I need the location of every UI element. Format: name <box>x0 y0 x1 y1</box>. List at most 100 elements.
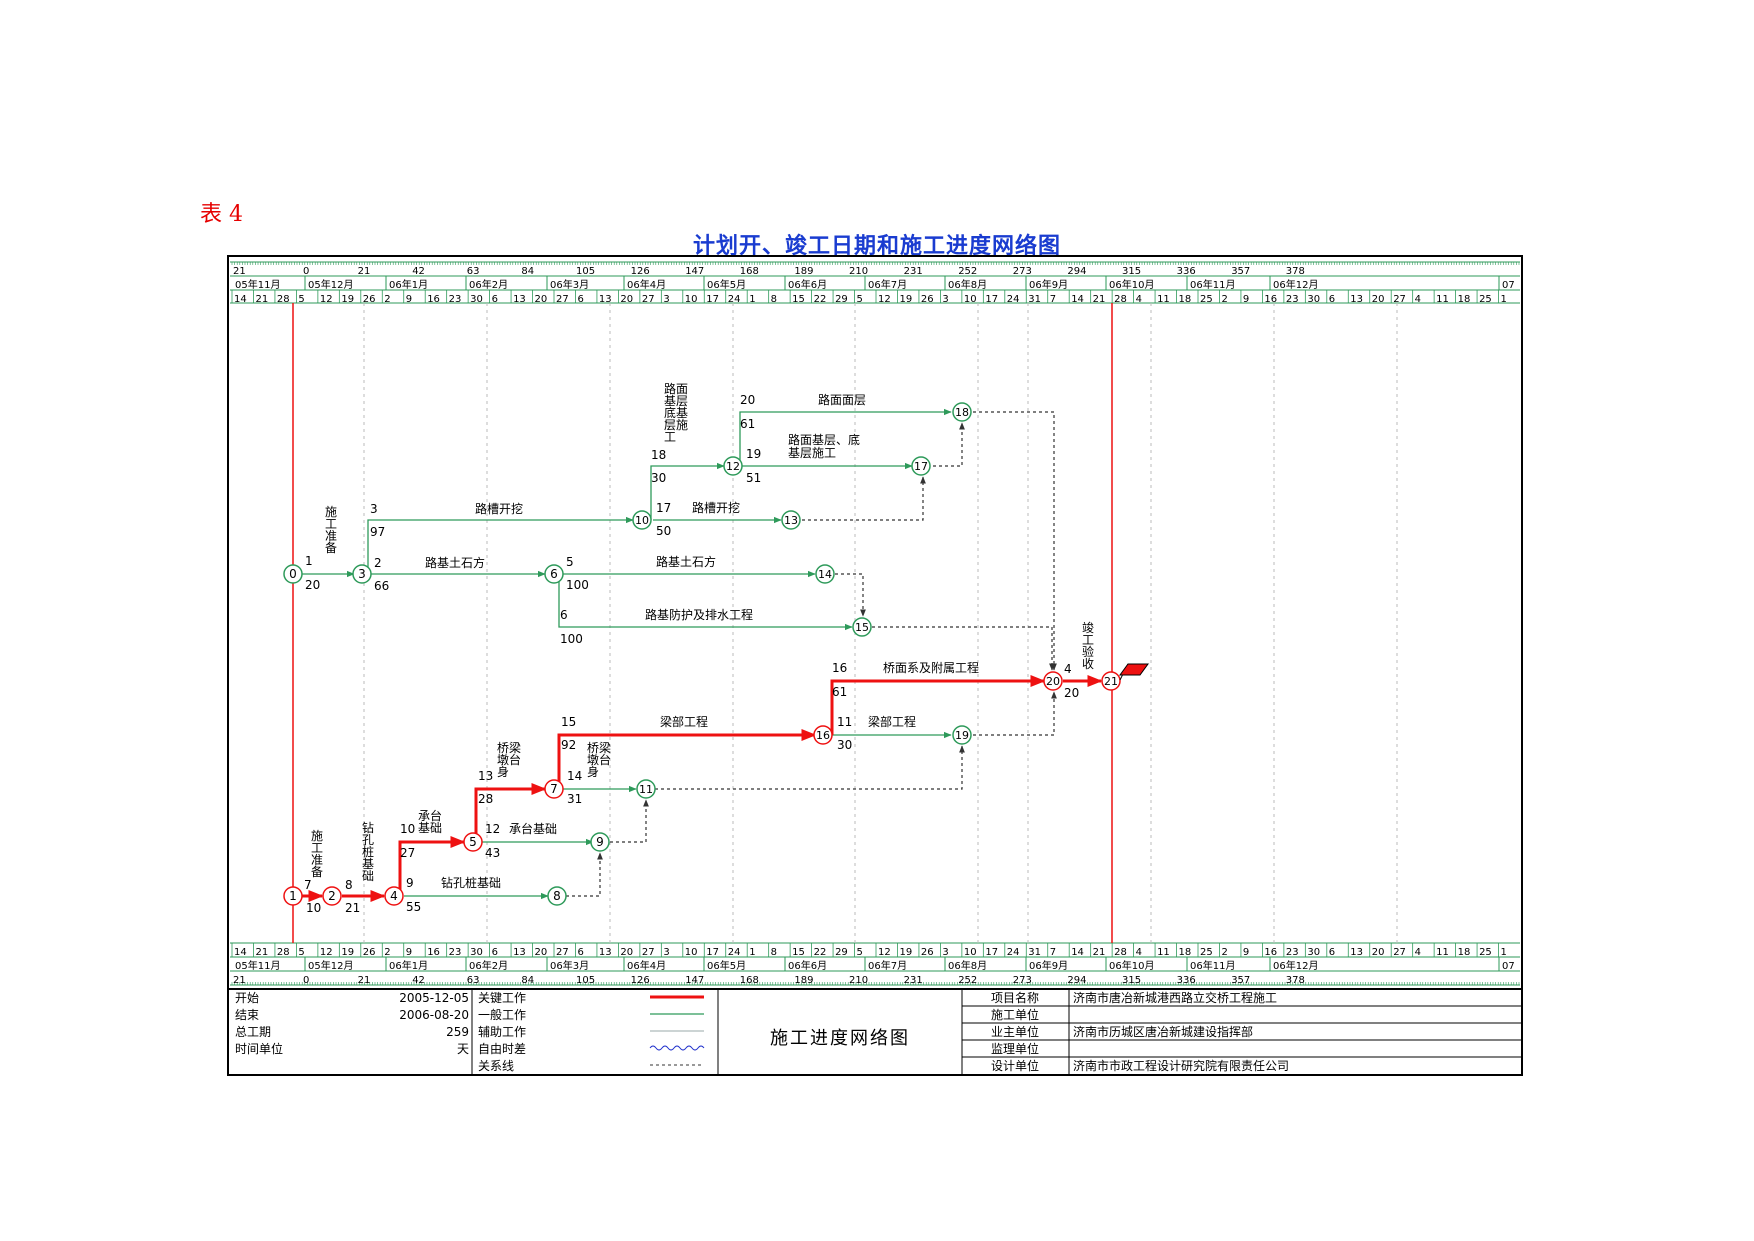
date-label: 6 <box>492 947 498 958</box>
date-label: 29 <box>835 947 848 958</box>
month-label: 05年12月 <box>308 278 353 291</box>
month-label: 06年6月 <box>788 959 827 972</box>
rel-9-11 <box>610 799 649 843</box>
activity-id: 2 <box>374 556 382 570</box>
day-tick-label: 105 <box>576 266 595 277</box>
rel-18-20 <box>973 411 1057 671</box>
outer-frame <box>227 255 1523 1076</box>
day-tick-label: 126 <box>631 975 650 986</box>
day-tick-label: 84 <box>521 975 534 986</box>
node-14: 14 <box>815 564 835 584</box>
date-label: 1 <box>749 947 755 958</box>
date-label: 13 <box>1350 947 1363 958</box>
svg-text:18: 18 <box>955 406 969 419</box>
date-label: 20 <box>1372 294 1385 305</box>
svg-text:15: 15 <box>855 621 869 634</box>
activity-name: 路面基层、底基层施工 <box>788 432 860 460</box>
node-0: 0 <box>283 564 303 584</box>
date-label: 17 <box>706 294 719 305</box>
month-label: 06年4月 <box>627 278 666 291</box>
date-label: 10 <box>685 294 698 305</box>
legend-normal: 一般工作 <box>478 1007 526 1022</box>
date-label: 30 <box>470 947 483 958</box>
start-label: 开始 <box>235 991 259 1005</box>
date-label: 30 <box>470 294 483 305</box>
day-tick-label: 252 <box>958 266 977 277</box>
date-label: 2 <box>384 947 390 958</box>
date-label: 30 <box>1307 294 1320 305</box>
activity-duration: 61 <box>832 685 847 699</box>
activity-id: 10 <box>400 822 415 836</box>
node-12: 12 <box>723 456 743 476</box>
project-name-label: 项目名称 <box>991 990 1039 1005</box>
node-16: 16 <box>813 725 833 745</box>
date-label: 1 <box>1501 947 1507 958</box>
date-label: 11 <box>1436 294 1449 305</box>
date-label: 11 <box>1157 947 1170 958</box>
date-label: 22 <box>814 294 827 305</box>
svg-text:12: 12 <box>726 460 740 473</box>
date-label: 11 <box>1157 294 1170 305</box>
node-9: 9 <box>590 832 610 852</box>
date-label: 14 <box>234 294 247 305</box>
total-value: 259 <box>446 1025 469 1039</box>
date-label: 23 <box>449 294 462 305</box>
date-label: 7 <box>1050 947 1056 958</box>
svg-text:7: 7 <box>550 782 558 796</box>
date-label: 6 <box>577 947 583 958</box>
date-label: 14 <box>234 947 247 958</box>
date-label: 18 <box>1179 947 1192 958</box>
day-tick-label: 168 <box>740 975 759 986</box>
month-label: 06年5月 <box>707 959 746 972</box>
date-label: 24 <box>728 947 741 958</box>
svg-text:20: 20 <box>1046 675 1060 688</box>
date-label: 21 <box>1093 294 1106 305</box>
day-tick-label: 21 <box>358 266 371 277</box>
svg-text:21: 21 <box>1104 675 1118 688</box>
rel-14-15 <box>835 573 866 617</box>
date-label: 23 <box>1286 294 1299 305</box>
start-value: 2005-12-05 <box>399 991 469 1005</box>
date-label: 10 <box>964 947 977 958</box>
date-label: 11 <box>1436 947 1449 958</box>
relation-lines <box>566 411 1057 897</box>
day-tick-label: 105 <box>576 975 595 986</box>
activity-id: 16 <box>832 661 847 675</box>
date-label: 5 <box>857 294 863 305</box>
date-label: 20 <box>620 947 633 958</box>
rel-17-18 <box>921 422 965 467</box>
date-label: 13 <box>513 947 526 958</box>
day-tick-label: 294 <box>1067 975 1086 986</box>
day-tick-label: 21 <box>358 975 371 986</box>
activity-id: 8 <box>345 878 353 892</box>
date-label: 9 <box>1243 294 1249 305</box>
activity-id: 15 <box>561 715 576 729</box>
arrow-5-7 <box>474 783 547 842</box>
month-label: 06年8月 <box>948 959 987 972</box>
activity-duration: 20 <box>305 578 320 592</box>
svg-text:16: 16 <box>816 729 830 742</box>
project-name: 济南市唐冶新城港西路立交桥工程施工 <box>1073 990 1277 1005</box>
activity-name: 路基土石方 <box>656 554 716 569</box>
month-label: 06年4月 <box>627 959 666 972</box>
date-label: 10 <box>685 947 698 958</box>
activity-id: 1 <box>305 554 313 568</box>
svg-text:14: 14 <box>818 568 832 581</box>
date-label: 17 <box>706 947 719 958</box>
legend-relation: 关系线 <box>478 1059 514 1073</box>
activity-duration: 66 <box>374 579 389 593</box>
day-tick-label: 84 <box>521 266 534 277</box>
node-6: 6 <box>544 564 564 584</box>
arrow-16-20 <box>830 675 1046 735</box>
day-tick-label: 357 <box>1231 266 1250 277</box>
day-tick-label: 189 <box>794 975 813 986</box>
activity-duration: 50 <box>656 524 671 538</box>
date-label: 6 <box>1329 294 1335 305</box>
owner-label: 业主单位 <box>991 1024 1039 1039</box>
month-label: 06年3月 <box>550 278 589 291</box>
date-label: 3 <box>942 947 948 958</box>
rel-11-19 <box>655 745 965 790</box>
legend-free-float: 自由时差 <box>478 1042 526 1056</box>
